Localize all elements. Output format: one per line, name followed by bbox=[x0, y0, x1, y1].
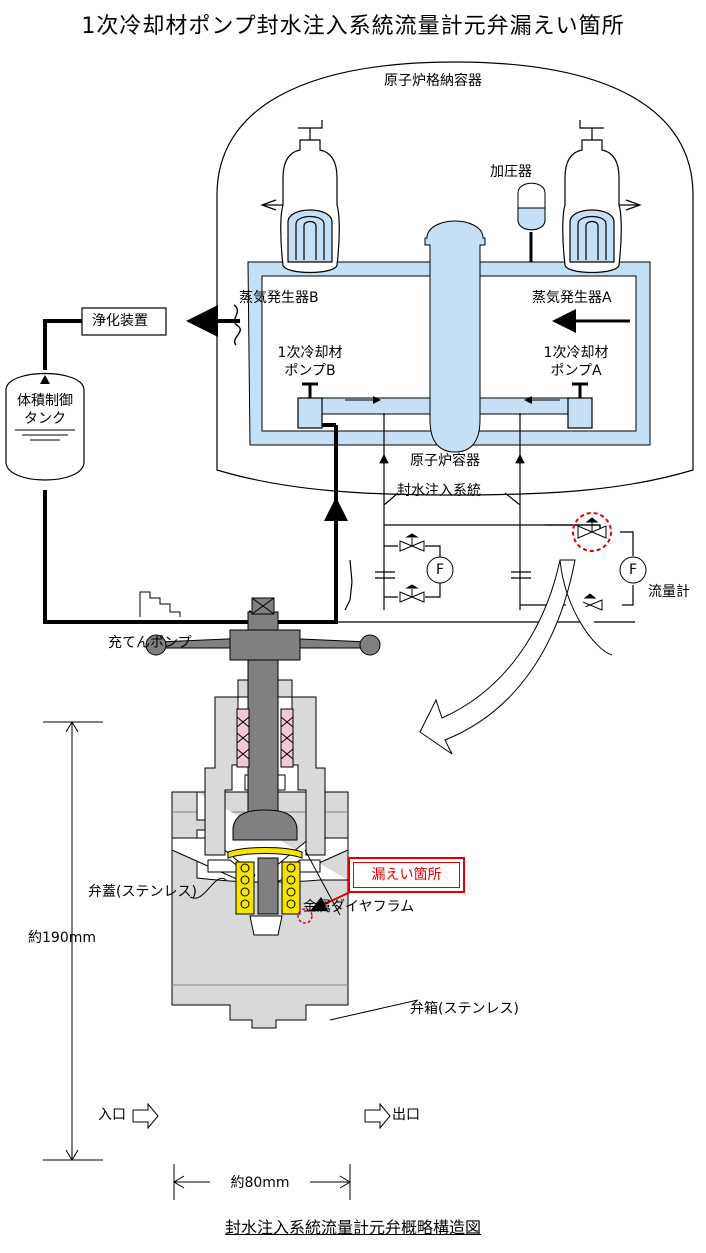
pressurizer bbox=[517, 182, 546, 262]
vct-label-1: 体積制御 bbox=[17, 393, 73, 409]
caption-text: 封水注入系統流量計元弁概略構造図 bbox=[224, 1218, 481, 1237]
pump-b-label-1: 1次冷却材 bbox=[277, 345, 343, 361]
flow-meter-f-1 bbox=[426, 556, 454, 584]
reactor-vessel bbox=[424, 220, 486, 453]
zoom-arrow bbox=[419, 559, 613, 755]
body-label: 弁箱(ステンレス) bbox=[410, 1001, 519, 1017]
reactor-vessel-label: 原子炉容器 bbox=[410, 453, 480, 469]
rcp-a bbox=[567, 382, 593, 429]
pump-a-label-2: ポンプA bbox=[550, 363, 602, 379]
purification-unit bbox=[81, 307, 167, 336]
sg-a-label: 蒸気発生器A bbox=[532, 290, 612, 306]
page-title: 1次冷却材ポンプ封水注入系統流量計元弁漏えい箇所 bbox=[81, 14, 625, 39]
steam-generator-a bbox=[562, 120, 642, 274]
vct-tank bbox=[5, 372, 85, 481]
meter-symbol-1: F bbox=[435, 562, 445, 578]
rcp-b bbox=[297, 382, 323, 429]
diaphragm-label: 金属ダイヤフラム bbox=[303, 899, 415, 915]
width-dimension: 約80mm bbox=[210, 1174, 310, 1192]
pump-a-label-1: 1次冷却材 bbox=[543, 345, 609, 361]
bonnet-label: 弁蓋(ステンレス) bbox=[88, 884, 197, 900]
steam-generator-b bbox=[260, 120, 340, 274]
leak-point-box: 漏えい箇所 bbox=[348, 857, 465, 893]
inlet-label: 入口 bbox=[98, 1107, 126, 1123]
flow-meter-f-2 bbox=[619, 556, 647, 584]
figure-caption: 封水注入系統流量計元弁概略構造図 bbox=[0, 1214, 706, 1238]
containment-vessel bbox=[216, 61, 694, 496]
leak-marker-circle bbox=[572, 512, 612, 552]
sg-b-label: 蒸気発生器B bbox=[239, 290, 319, 306]
seal-valves bbox=[399, 517, 607, 611]
height-dimension: 約190mm bbox=[28, 930, 96, 946]
inlet-arrow bbox=[132, 1102, 159, 1130]
charging-pump bbox=[139, 591, 181, 617]
meter-symbol-2: F bbox=[628, 562, 638, 578]
vct-label-2: タンク bbox=[24, 411, 66, 427]
seal-injection-label: 封水注入系統 bbox=[397, 483, 481, 499]
valve-cross-section bbox=[145, 597, 381, 1029]
purifier-label: 浄化装置 bbox=[92, 313, 148, 329]
pump-b-label-2: ポンプB bbox=[284, 363, 336, 379]
flow-meter-label: 流量計 bbox=[648, 584, 690, 600]
cvcs-line bbox=[5, 304, 348, 634]
pressurizer-label: 加圧器 bbox=[490, 164, 532, 180]
dimension-lines bbox=[43, 721, 351, 1200]
containment-label: 原子炉格納容器 bbox=[384, 73, 482, 89]
leak-point-marker bbox=[297, 908, 313, 924]
leak-point-label: 漏えい箇所 bbox=[353, 862, 460, 888]
outlet-label: 出口 bbox=[392, 1107, 420, 1123]
outlet-arrow bbox=[364, 1102, 391, 1130]
charging-pump-label: 充てんポンプ bbox=[108, 635, 192, 651]
